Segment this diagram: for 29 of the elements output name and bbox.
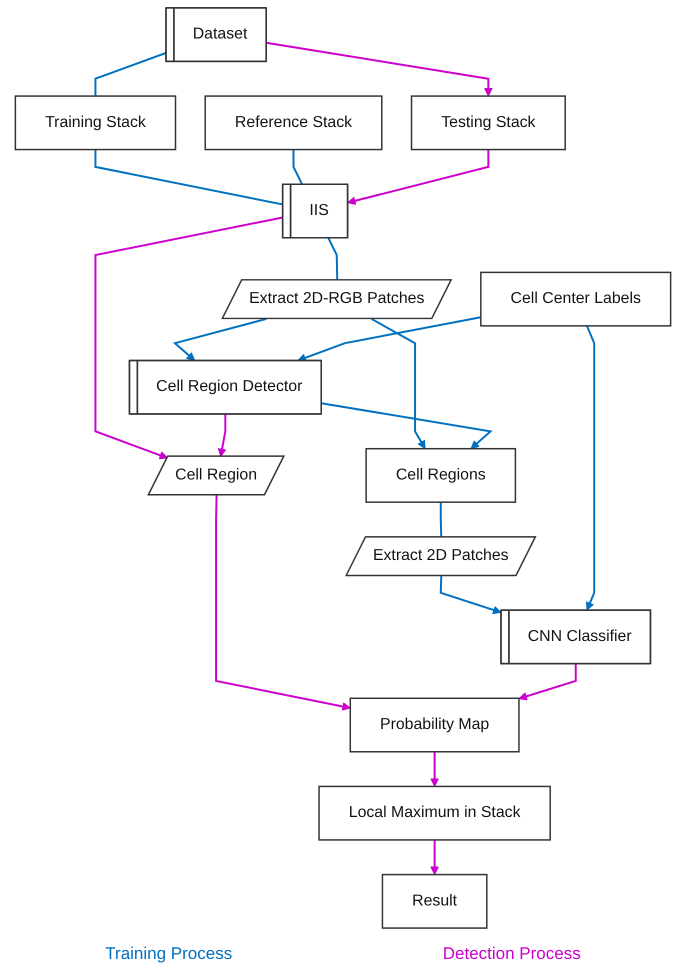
connector xyxy=(292,150,303,185)
arrow xyxy=(266,42,493,96)
node-box: Reference Stack xyxy=(204,95,383,150)
arrow xyxy=(518,664,577,700)
process-label: Detection Process xyxy=(442,944,581,964)
connector xyxy=(94,52,166,96)
arrow xyxy=(297,316,482,362)
arrow xyxy=(172,318,267,361)
node-box: Result xyxy=(382,874,488,929)
node-box: Cell Center Labels xyxy=(480,272,672,327)
arrow xyxy=(430,752,439,787)
arrow xyxy=(94,216,283,460)
arrow xyxy=(347,150,490,205)
connector xyxy=(327,237,338,280)
arrow xyxy=(321,402,493,450)
process-label: Training Process xyxy=(105,944,232,964)
arrow xyxy=(215,495,351,711)
node-box: Local Maximum in Stack xyxy=(318,786,551,841)
node-box: Testing Stack xyxy=(410,95,566,150)
node-box: Cell Regions xyxy=(365,448,516,503)
arrow xyxy=(430,840,439,875)
arrow xyxy=(218,414,226,457)
arrow xyxy=(440,576,502,614)
node-box: Training Stack xyxy=(14,95,176,150)
node-box: Probability Map xyxy=(350,698,520,753)
connector xyxy=(94,150,283,206)
arrow xyxy=(586,325,596,611)
connector xyxy=(440,502,442,538)
arrow xyxy=(371,318,426,450)
